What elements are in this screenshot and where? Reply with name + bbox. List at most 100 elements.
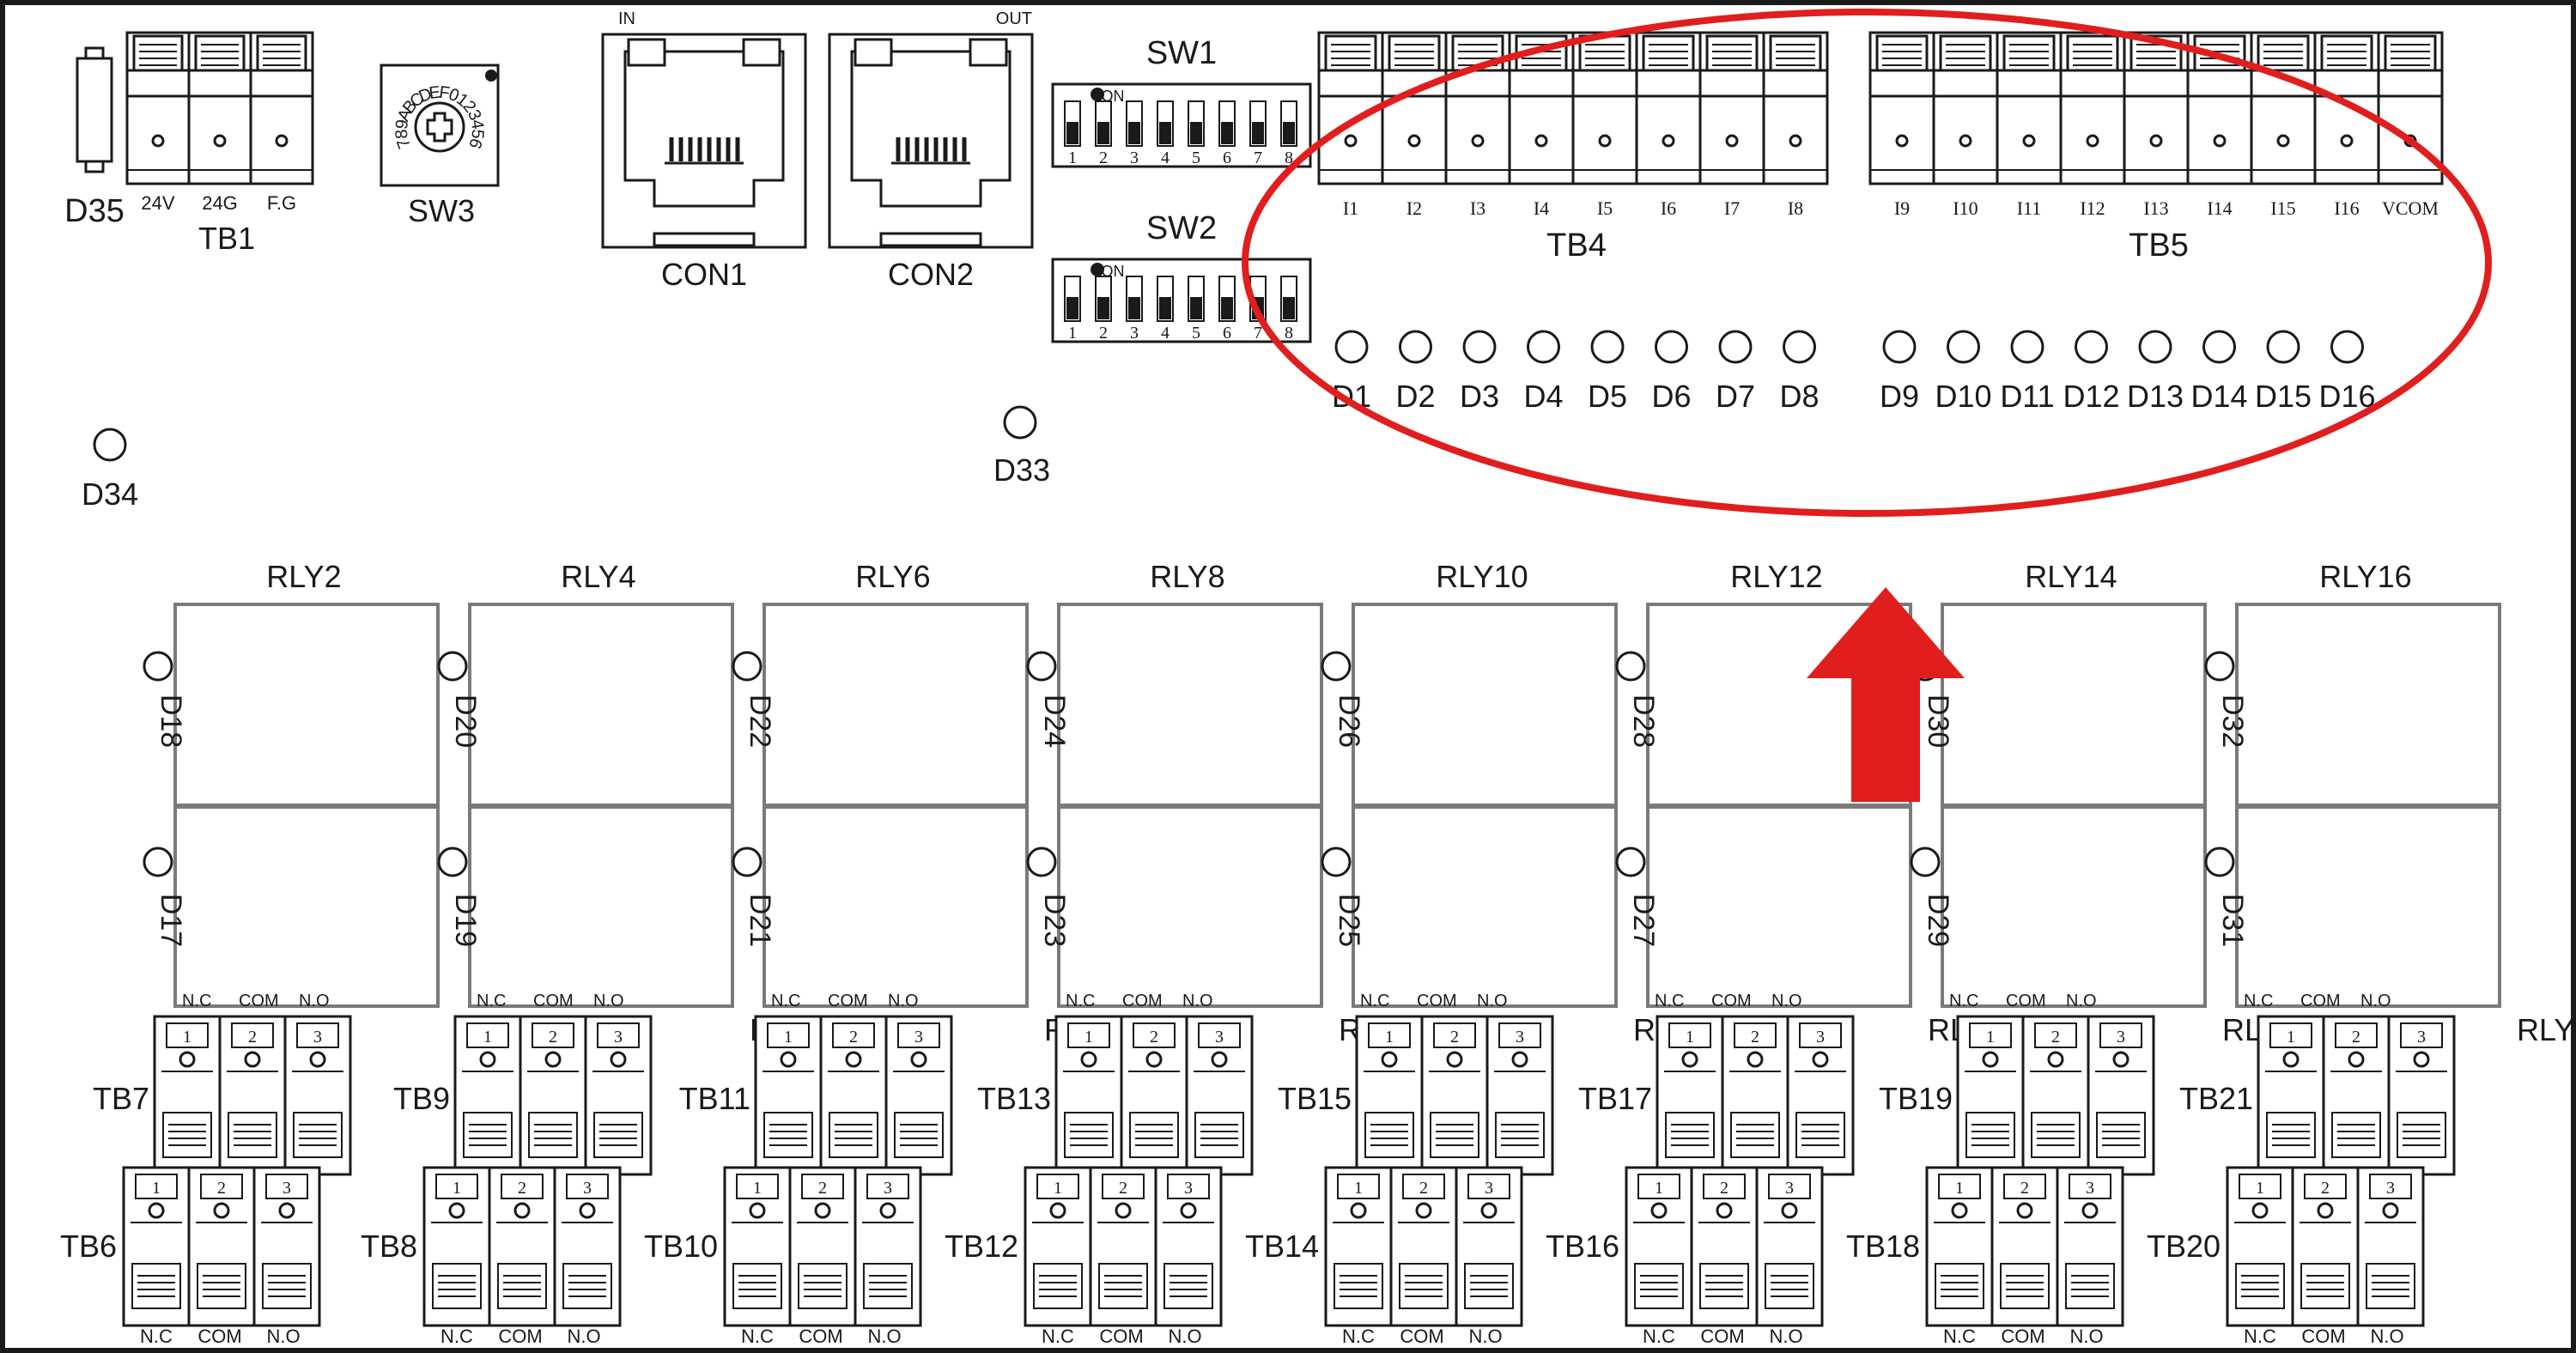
led-label: D11 <box>2000 379 2054 414</box>
screw-hole <box>814 1202 831 1219</box>
terminal-pin-label: N.C <box>1943 1326 1976 1347</box>
screw-hole <box>544 1051 562 1068</box>
dip-slider[interactable] <box>1283 297 1295 319</box>
dip-slider[interactable] <box>1190 122 1202 144</box>
relay-led-label: D24 <box>1038 695 1071 748</box>
led-indicator <box>1399 330 1432 364</box>
terminal-plug-slot <box>2331 1112 2381 1158</box>
con1-port-label: IN <box>618 9 635 28</box>
relay-top <box>1352 603 1618 807</box>
dip-slider[interactable] <box>1221 297 1233 319</box>
dip-slider[interactable] <box>1097 297 1109 319</box>
dip-slider[interactable] <box>1221 122 1233 144</box>
screw-hole <box>213 1202 230 1219</box>
pin-number-box <box>1768 1174 1811 1199</box>
pin-number-box <box>566 1174 609 1199</box>
terminal-plug-slot <box>593 1112 643 1158</box>
led-label: D6 <box>1651 379 1691 414</box>
pin-number: 3 <box>2417 1028 2426 1047</box>
relay-pin-label: N.O <box>2066 992 2097 1010</box>
pin-number: 2 <box>518 1179 526 1198</box>
pin-number: 2 <box>2051 1028 2060 1047</box>
terminal-pin-label: COM <box>1400 1326 1443 1347</box>
dip-pin-label: 5 <box>1192 149 1200 167</box>
rj45-led <box>969 38 1008 67</box>
pin-number: 1 <box>1084 1028 1093 1047</box>
pin-number-box <box>1337 1174 1380 1199</box>
led-label: D8 <box>1779 379 1819 414</box>
dip-slider[interactable] <box>1128 122 1140 144</box>
pin-number-box <box>2400 1022 2443 1048</box>
led-label: D33 <box>993 452 1050 488</box>
terminal-pin-label: COM <box>2001 1326 2044 1347</box>
screw-hole <box>1211 1051 1228 1068</box>
pin-number: 3 <box>1184 1179 1193 1198</box>
terminal-plug-slot <box>562 1263 612 1309</box>
dip-slider[interactable] <box>1159 297 1171 319</box>
relay-led-label: D30 <box>1922 695 1954 748</box>
tb4-pin-label: I6 <box>1661 197 1676 219</box>
pin-number: 2 <box>1419 1179 1428 1198</box>
sw1-label: SW1 <box>1146 35 1217 71</box>
led-indicator <box>1615 651 1646 682</box>
relay-led-label: D32 <box>2216 695 2249 748</box>
relay-pin-label: N.C <box>1066 992 1095 1010</box>
relay-pin-label: COM <box>1122 992 1163 1010</box>
input-led: D2 <box>1395 330 1436 414</box>
dip-slider[interactable] <box>1252 122 1264 144</box>
dip-slider[interactable] <box>1128 297 1140 319</box>
terminal-label: TB19 <box>1879 1081 1953 1116</box>
pin-number-box <box>736 1174 779 1199</box>
pin-number: 1 <box>2287 1028 2295 1047</box>
dip-slider[interactable] <box>1066 297 1078 319</box>
screw-hole <box>1650 1202 1668 1219</box>
led-indicator <box>1947 330 1980 364</box>
dip-pin-label: 2 <box>1099 149 1108 167</box>
dip-slider[interactable] <box>1066 122 1078 144</box>
screw-hole <box>1716 1202 1733 1219</box>
relay-pin-label: COM <box>2300 992 2341 1010</box>
relay-label-bottom: RLY15 <box>2517 1012 2576 1047</box>
dip-slider[interactable] <box>1283 122 1295 144</box>
pin-number-box <box>1036 1174 1079 1199</box>
led-label: D3 <box>1460 379 1499 414</box>
dip-slider[interactable] <box>1097 122 1109 144</box>
pin-number-box <box>1799 1022 1842 1048</box>
dial-char: 9 <box>392 118 413 131</box>
dip-slider[interactable] <box>1190 297 1202 319</box>
fuse-cap <box>84 46 105 60</box>
screw-hole <box>1480 1202 1498 1219</box>
terminal-pin-label: N.C <box>1042 1326 1074 1347</box>
led-indicator <box>1321 651 1352 682</box>
relay-label-top: RLY10 <box>1436 559 1528 594</box>
rj45-latch <box>653 232 756 247</box>
tb5-label: TB5 <box>2129 228 2189 264</box>
terminal-pin-label: COM <box>2301 1326 2345 1347</box>
dip-slider[interactable] <box>1159 122 1171 144</box>
terminal-pin-label: N.O <box>266 1326 300 1347</box>
pin-number: 2 <box>849 1028 858 1047</box>
terminal-label: TB20 <box>2147 1229 2221 1264</box>
terminal-plug-slot <box>1334 1263 1383 1309</box>
relay-pin-label: N.C <box>1360 992 1389 1010</box>
pin-number: 2 <box>1150 1028 1158 1047</box>
pin-number-box <box>1368 1022 1411 1048</box>
screw-hole <box>1959 134 1972 148</box>
terminal-pin-label: N.C <box>2244 1326 2276 1347</box>
sw3-label: SW3 <box>408 193 475 228</box>
screw-hole <box>1511 1051 1528 1068</box>
input-led: D12 <box>2063 330 2120 414</box>
input-led: D7 <box>1716 330 1755 414</box>
pin-number: 3 <box>2386 1179 2395 1198</box>
pin-number: 3 <box>1215 1028 1224 1047</box>
up-arrow-icon <box>1807 587 1965 802</box>
pin-number: 1 <box>453 1179 461 1198</box>
terminal-plug-slot <box>1765 1263 1814 1309</box>
dip-pin-label: 4 <box>1161 324 1170 343</box>
pin-number-box <box>231 1022 274 1048</box>
screw-hole <box>1534 134 1548 148</box>
